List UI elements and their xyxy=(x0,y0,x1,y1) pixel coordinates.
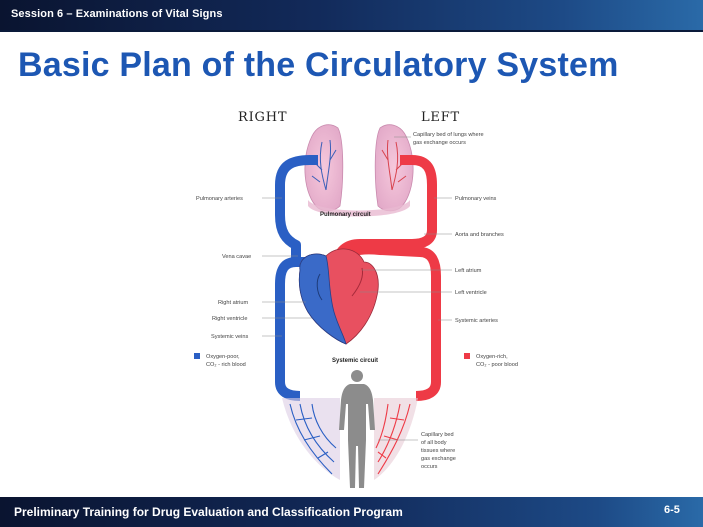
legend-swatch-oxygen-rich xyxy=(464,353,470,359)
label-capillary-body-1: Capillary bed xyxy=(421,432,454,438)
label-capillary-lungs-2: gas exchange occurs xyxy=(413,140,466,146)
label-systemic-veins: Systemic veins xyxy=(211,334,249,340)
lungs-capillary-bed xyxy=(305,125,413,217)
label-pulmonary-arteries: Pulmonary arteries xyxy=(196,196,243,202)
legend-oxygen-poor-line2: CO₂ - rich blood xyxy=(206,362,246,368)
legend-swatch-oxygen-poor xyxy=(194,353,200,359)
label-pulmonary-veins: Pulmonary veins xyxy=(455,196,497,202)
label-left-atrium: Left atrium xyxy=(455,268,482,274)
legend-oxygen-rich-line2: CO₂ - poor blood xyxy=(476,362,518,368)
label-left-ventricle: Left ventricle xyxy=(455,290,487,296)
label-systemic-circuit: Systemic circuit xyxy=(332,358,378,364)
right-side-heading: RIGHT xyxy=(238,110,287,125)
label-capillary-body-4: gas exchange xyxy=(421,456,456,462)
heart xyxy=(299,249,378,344)
footer-bar: Preliminary Training for Drug Evaluation… xyxy=(0,497,703,527)
page-number: 6-5 xyxy=(664,504,680,516)
label-capillary-lungs-1: Capillary bed of lungs where xyxy=(413,132,484,138)
label-right-atrium: Right atrium xyxy=(218,300,248,306)
label-vena-cavae: Vena cavae xyxy=(222,254,251,260)
legend-oxygen-rich-line1: Oxygen-rich, xyxy=(476,354,508,360)
program-name: Preliminary Training for Drug Evaluation… xyxy=(14,505,403,519)
label-pulmonary-circuit: Pulmonary circuit xyxy=(320,212,371,218)
legend-oxygen-poor-line1: Oxygen-poor, xyxy=(206,354,240,360)
label-right-ventricle: Right ventricle xyxy=(212,316,247,322)
left-side-heading: LEFT xyxy=(421,110,460,125)
legend-oxygen-poor: Oxygen-poor, CO₂ - rich blood xyxy=(194,353,246,368)
label-capillary-body-5: occurs xyxy=(421,464,438,470)
label-aorta: Aorta and branches xyxy=(455,232,504,238)
label-capillary-body-3: tissues where xyxy=(421,448,455,454)
legend-oxygen-rich: Oxygen-rich, CO₂ - poor blood xyxy=(464,353,518,368)
label-capillary-body-2: of all body xyxy=(421,440,447,446)
label-systemic-arteries: Systemic arteries xyxy=(455,318,498,324)
